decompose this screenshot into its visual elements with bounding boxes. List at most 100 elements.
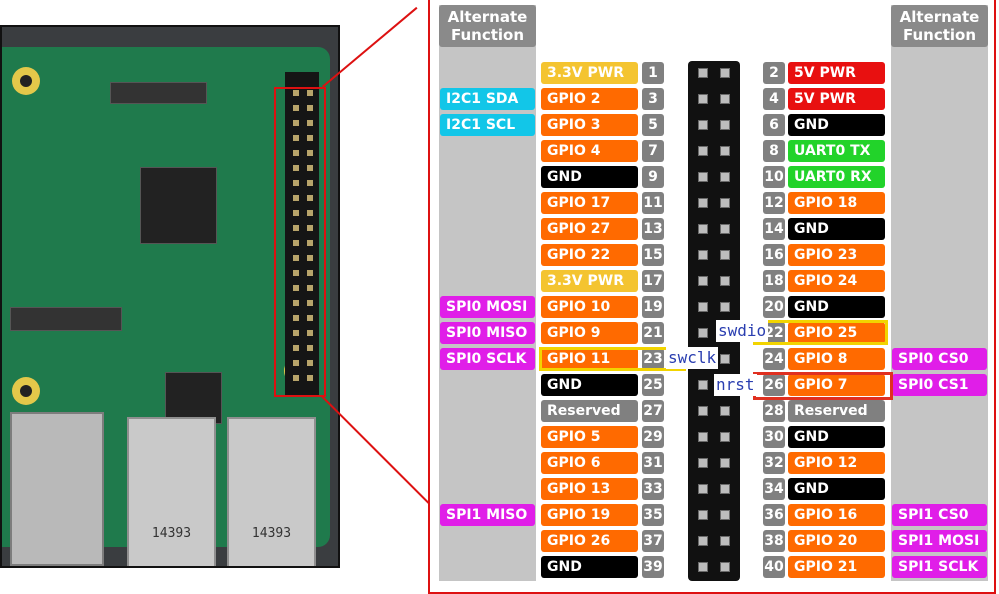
header-pin: [293, 150, 299, 156]
connector-pin: [698, 380, 708, 390]
pin-label: Reserved: [788, 400, 885, 422]
connector-pin: [698, 146, 708, 156]
swdio-label: swdio: [716, 320, 769, 342]
pin-label: GPIO 20: [788, 530, 885, 552]
header-pin: [293, 240, 299, 246]
pin-number: 28: [763, 400, 785, 422]
header-pin: [307, 345, 313, 351]
connector-pin: [698, 68, 708, 78]
pin-label: GPIO 13: [541, 478, 638, 500]
pin-label: GND: [788, 426, 885, 448]
pin-number: 20: [763, 296, 785, 318]
gpio-header-photo: [285, 72, 319, 397]
alt-header-right: Alternate Function: [891, 5, 988, 47]
pin-number: 15: [642, 244, 664, 266]
display-connector: [110, 82, 207, 104]
pin-label: 3.3V PWR: [541, 62, 638, 84]
pin-label: 3.3V PWR: [541, 270, 638, 292]
pin-number: 24: [763, 348, 785, 370]
pin-label: GPIO 10: [541, 296, 638, 318]
pin-number: 13: [642, 218, 664, 240]
connector-pin: [698, 198, 708, 208]
pin-number: 22: [763, 322, 785, 344]
pin-label: GPIO 26: [541, 530, 638, 552]
pin-number: 10: [763, 166, 785, 188]
header-pin: [307, 240, 313, 246]
usb-label-left: 14393: [151, 526, 192, 541]
header-pin: [293, 300, 299, 306]
header-pin: [307, 285, 313, 291]
pin-number: 8: [763, 140, 785, 162]
pin-number: 30: [763, 426, 785, 448]
header-pin: [293, 225, 299, 231]
pin-number: 12: [763, 192, 785, 214]
connector-pin: [720, 198, 730, 208]
alt-function-label: I2C1 SCL: [440, 114, 535, 136]
connector-pin: [720, 250, 730, 260]
usb-label-right: 14393: [251, 526, 292, 541]
header-pin: [293, 90, 299, 96]
connector-pin: [720, 432, 730, 442]
connector-pin: [720, 146, 730, 156]
pin-number: 7: [642, 140, 664, 162]
pin-number: 35: [642, 504, 664, 526]
pin-number: 19: [642, 296, 664, 318]
header-pin: [307, 300, 313, 306]
header-pin: [307, 210, 313, 216]
pin-label: GPIO 27: [541, 218, 638, 240]
header-pin: [307, 225, 313, 231]
pin-label: GPIO 11: [541, 348, 638, 370]
connector-pin: [720, 276, 730, 286]
pin-label: GND: [541, 374, 638, 396]
connector-pin: [720, 406, 730, 416]
connector-pin: [720, 458, 730, 468]
swclk-label: swclk: [666, 347, 719, 369]
connector-pin: [720, 562, 730, 572]
connector-pin: [698, 328, 708, 338]
pin-label: GPIO 9: [541, 322, 638, 344]
pin-label: GND: [788, 218, 885, 240]
header-pin: [307, 255, 313, 261]
header-pin: [293, 330, 299, 336]
pin-number: 5: [642, 114, 664, 136]
header-pin: [293, 105, 299, 111]
pin-number: 11: [642, 192, 664, 214]
pin-label: GPIO 25: [788, 322, 885, 344]
connector-pin: [698, 276, 708, 286]
connector-pin: [698, 458, 708, 468]
usb-port-left: 14393: [127, 417, 216, 566]
header-pin: [307, 150, 313, 156]
pin-label: GPIO 6: [541, 452, 638, 474]
alt-function-label: SPI1 MISO: [440, 504, 535, 526]
soc-chip: [140, 167, 217, 244]
pin-label: UART0 RX: [788, 166, 885, 188]
header-pin: [307, 165, 313, 171]
pin-label: GPIO 19: [541, 504, 638, 526]
pin-number: 39: [642, 556, 664, 578]
connector-pin: [698, 120, 708, 130]
alt-function-label: SPI0 MISO: [440, 322, 535, 344]
pin-label: GPIO 21: [788, 556, 885, 578]
connector-pin: [720, 484, 730, 494]
pin-label: GPIO 16: [788, 504, 885, 526]
pin-label: GND: [788, 114, 885, 136]
pin-label: GPIO 24: [788, 270, 885, 292]
alt-function-label: I2C1 SDA: [440, 88, 535, 110]
pin-number: 16: [763, 244, 785, 266]
pin-label: 5V PWR: [788, 88, 885, 110]
connector-pin: [698, 94, 708, 104]
header-pin: [307, 180, 313, 186]
connector-pin: [698, 224, 708, 234]
alt-column-right: [891, 5, 988, 581]
pin-number: 23: [642, 348, 664, 370]
alt-header-left: Alternate Function: [439, 5, 536, 47]
header-pin: [293, 345, 299, 351]
pin-number: 25: [642, 374, 664, 396]
pin-label: GPIO 17: [541, 192, 638, 214]
pin-label: GND: [788, 296, 885, 318]
pin-number: 17: [642, 270, 664, 292]
header-pin: [293, 360, 299, 366]
header-pin: [307, 315, 313, 321]
connector-pin: [720, 172, 730, 182]
header-pin: [307, 195, 313, 201]
